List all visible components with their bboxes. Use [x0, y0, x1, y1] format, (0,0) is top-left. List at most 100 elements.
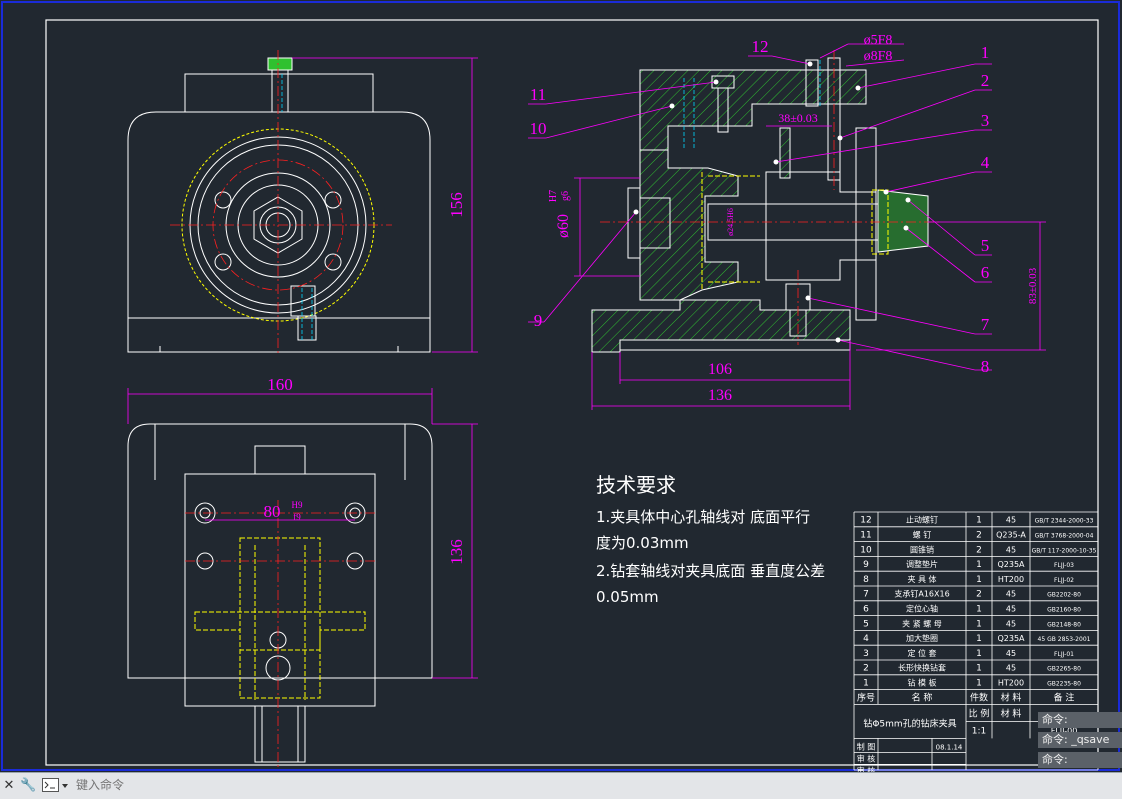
cad-drawing-canvas[interactable]: 156 160 80 H9 f9 136	[0, 0, 1122, 772]
dim-bore-fit-num: H7	[548, 190, 559, 202]
command-prompt-button[interactable]	[42, 778, 70, 793]
dim-top-width-label: 160	[267, 375, 293, 394]
bom-cell-std: GB/T 2344-2000-33	[1035, 518, 1094, 525]
bom-cell-std: GB2148-80	[1047, 621, 1081, 628]
dim-front-height	[292, 57, 478, 353]
dim-top-height-label: 136	[447, 539, 466, 565]
bom-header-qty: 件数	[970, 691, 988, 703]
bom-cell-mat: Q235A	[997, 634, 1025, 643]
dim-offset-label: 38±0.03	[778, 111, 818, 125]
bom-cell-no: 4	[863, 634, 869, 644]
dim-hole-fit-den: f9	[293, 512, 301, 522]
viewport-border	[1, 1, 1120, 771]
section-view-centerlines	[600, 50, 940, 345]
bom-cell-qty: 2	[976, 530, 982, 540]
section-view	[591, 57, 929, 353]
dim-bore-fit-den: g6	[560, 191, 571, 201]
bom-cell-qty: 1	[976, 516, 982, 526]
bom-cell-qty: 2	[976, 545, 982, 555]
bom-cell-mat: HT200	[998, 678, 1024, 687]
bom-cell-no: 11	[860, 530, 871, 540]
dim-pin-label: ø5F8	[864, 33, 893, 48]
bom-cell-qty: 1	[976, 634, 982, 644]
bom-grid	[853, 511, 1099, 705]
bom-header-name: 名 称	[912, 691, 933, 703]
bom-cell-name: 螺 钉	[913, 529, 932, 539]
bom-cell-qty: 1	[976, 575, 982, 585]
command-history-line-3: 命令:	[1038, 752, 1122, 768]
top-view	[127, 423, 433, 763]
bom-cell-std: GB2202-80	[1047, 592, 1081, 599]
bom-cell-mat: 45	[1006, 590, 1016, 599]
bom-cell-no: 6	[863, 604, 869, 614]
title-block-date: 08.1.14	[936, 743, 963, 751]
balloon-leaders	[528, 55, 992, 371]
balloon-8: 8	[981, 357, 990, 376]
close-icon[interactable]: ✕	[3, 777, 15, 792]
bom-cell-mat: 45	[1006, 516, 1016, 525]
tech-requirements-title: 技术要求	[596, 473, 676, 497]
bom-cell-no: 10	[860, 545, 872, 555]
bom-header-mat: 材 料	[1001, 691, 1022, 703]
balloon-1: 1	[981, 43, 990, 62]
title-block-title: 钻Φ5mm孔的钻床夹具	[863, 717, 956, 729]
dim-shaft-label: ø24.5H6	[726, 208, 735, 236]
dim-hole-fit-num: H9	[292, 500, 303, 510]
tech-requirement-line-1: 1.夹具体中心孔轴线对 底面平行	[596, 508, 810, 526]
command-input[interactable]	[76, 776, 1116, 794]
top-view-centerlines	[185, 500, 375, 768]
bom-cell-qty: 2	[976, 590, 982, 600]
tech-requirement-line-3: 2.钻套轴线对夹具底面 垂直度公差	[596, 562, 825, 580]
bom-cell-std: FLJJ-01	[1054, 651, 1074, 658]
balloon-7: 7	[981, 315, 990, 334]
bom-cell-mat: 45	[1006, 664, 1016, 673]
bom-cell-mat: 45	[1006, 604, 1016, 613]
title-block-scale-value: 1:1	[972, 726, 986, 736]
title-block-drawing-no: FLJJ-00	[1051, 726, 1078, 735]
bom-cell-name: 圆锥销	[910, 544, 934, 554]
bom-cell-qty: 1	[976, 619, 982, 629]
bom-cell-no: 12	[860, 516, 871, 526]
command-line-bar: ✕ 🔧	[0, 772, 1122, 799]
bom-cell-name: 止动螺钉	[906, 515, 938, 525]
dim-bore-label: ø60	[555, 214, 572, 238]
dim-base-outer-label: 136	[708, 387, 732, 404]
bom-cell-mat: 45	[1006, 619, 1016, 628]
balloon-3: 3	[981, 111, 990, 130]
bom-header-no: 序号	[857, 691, 875, 703]
bom-cell-qty: 1	[976, 649, 982, 659]
front-view-hidden	[281, 74, 313, 340]
dim-pin2-label: ø8F8	[864, 49, 893, 64]
bom-cell-std: GB2265-80	[1047, 666, 1081, 673]
bom-cell-no: 1	[863, 678, 869, 688]
bom-cell-std: FLJJ-02	[1054, 577, 1074, 584]
front-view	[127, 57, 431, 353]
command-prompt-icon	[42, 778, 68, 792]
balloon-9: 9	[534, 311, 543, 330]
wrench-icon[interactable]: 🔧	[20, 777, 37, 792]
bom-header-std: 备 注	[1054, 691, 1075, 703]
bom-cell-std: GB2160-80	[1047, 606, 1081, 613]
bom-cell-name: 调整垫片	[906, 559, 938, 569]
bom-cell-no: 7	[863, 590, 869, 600]
dim-base-inner-label: 106	[708, 361, 732, 378]
balloon-10: 10	[530, 119, 547, 138]
bom-cell-std: 45 GB 2853-2001	[1038, 636, 1091, 643]
bom-cell-qty: 1	[976, 604, 982, 614]
drawing-frame	[45, 19, 1099, 766]
top-view-highlight	[194, 537, 366, 700]
command-history-line-2: 命令: _qsave	[1038, 732, 1122, 748]
section-dimensions	[574, 43, 1046, 410]
balloon-4: 4	[981, 153, 990, 172]
bom-cell-no: 8	[863, 575, 869, 585]
bom-cell-mat: Q235A	[997, 560, 1025, 569]
section-view-hidden	[683, 60, 821, 150]
bom-cell-mat: 45	[1006, 545, 1016, 554]
title-block-material-label: 材 料	[1001, 707, 1022, 719]
title-block-checker-label: 审 核	[857, 753, 876, 763]
tech-requirement-line-2: 度为0.03mm	[596, 534, 689, 552]
command-history-line-1: 命令:	[1038, 712, 1122, 728]
bom-cell-qty: 1	[976, 678, 982, 688]
dim-hole-spacing-label: 80	[264, 502, 281, 521]
